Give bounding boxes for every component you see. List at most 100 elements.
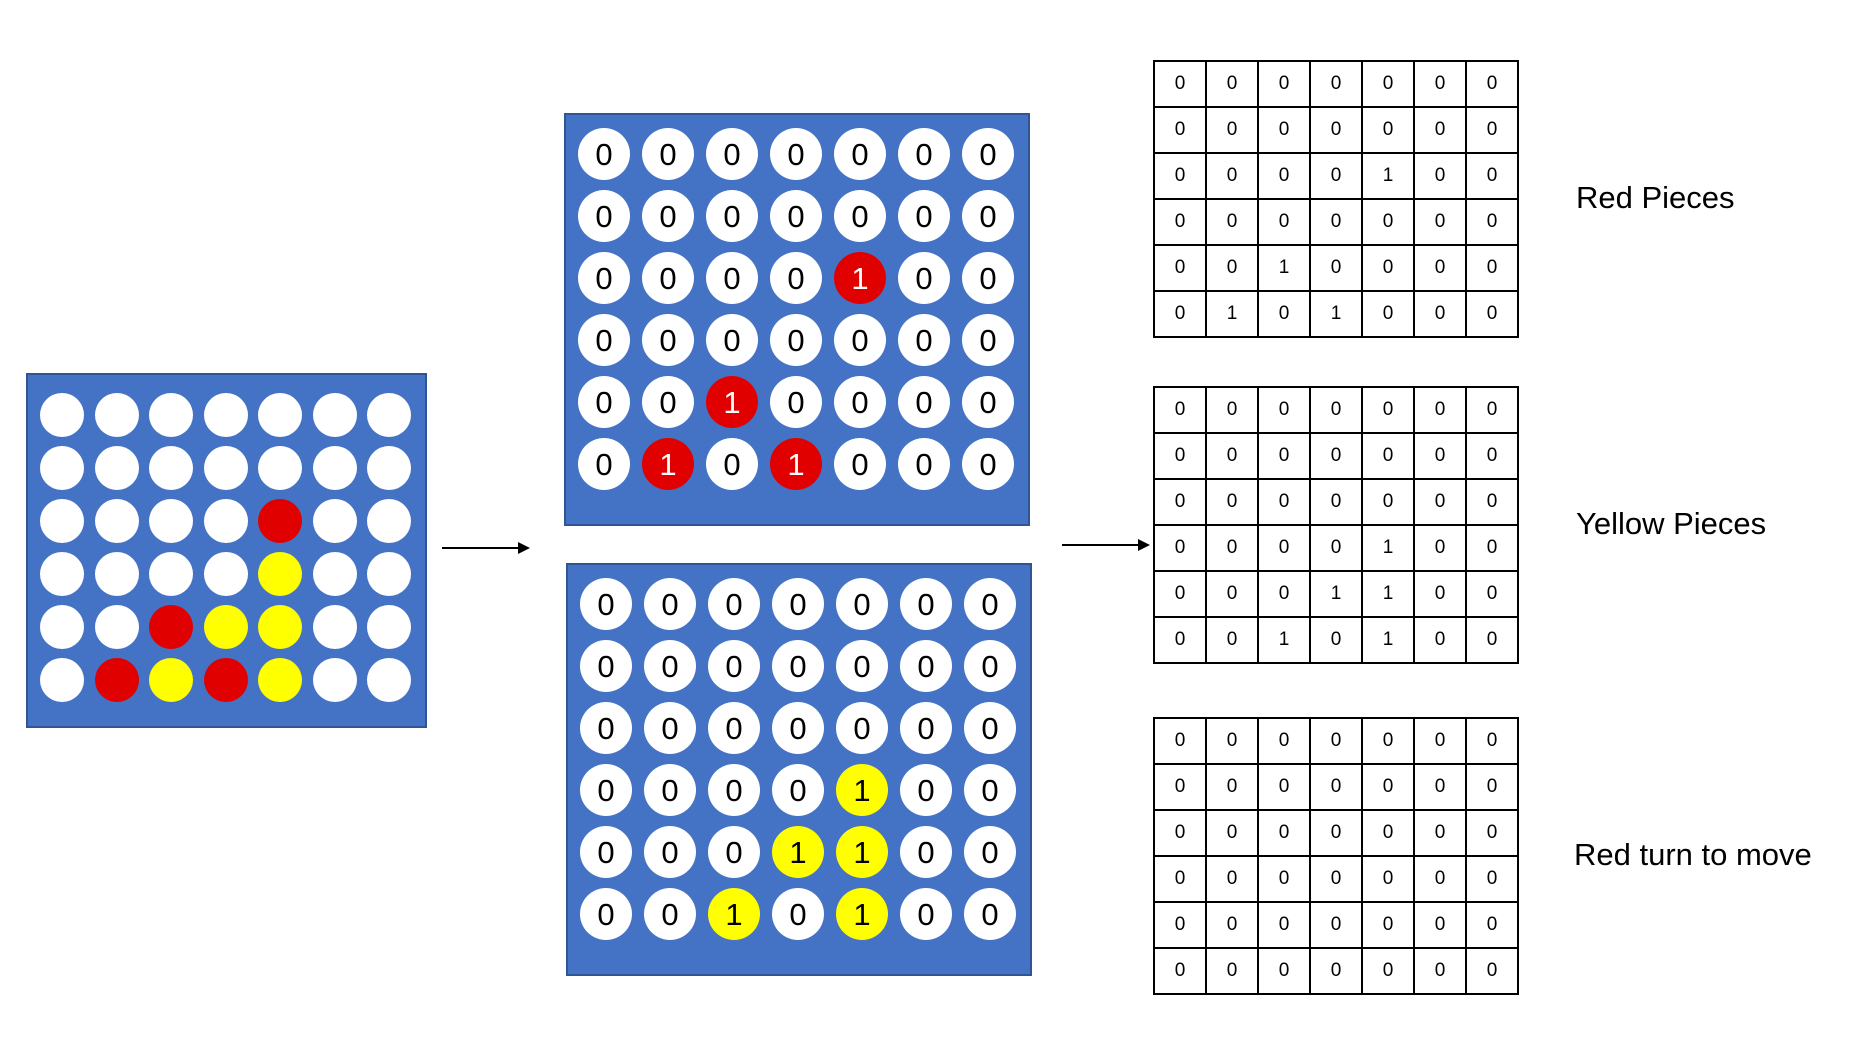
board-slot-empty [312, 446, 357, 490]
board-slot-empty [258, 446, 302, 490]
board-slot-red: 1 [642, 438, 694, 490]
matrix-cell: 0 [1309, 60, 1363, 108]
board-slot-yellow: 1 [836, 764, 888, 816]
matrix-cell: 0 [1153, 60, 1207, 108]
board-slot-empty: 0 [578, 376, 630, 428]
board-slot-empty: 0 [900, 764, 952, 816]
board-slot-empty: 0 [962, 128, 1014, 180]
board-slot-empty: 0 [900, 826, 952, 878]
matrix-cell: 0 [1205, 855, 1259, 903]
board-slot-empty: 0 [708, 764, 760, 816]
board-slot-empty: 0 [706, 128, 758, 180]
board-slot-empty [312, 552, 357, 596]
matrix-cell: 0 [1205, 60, 1259, 108]
matrix-cell: 0 [1413, 717, 1467, 765]
board-slot-empty [367, 552, 411, 596]
board-slot-empty: 0 [770, 252, 822, 304]
matrix-cell: 0 [1413, 198, 1467, 246]
matrix-cell: 0 [1413, 855, 1467, 903]
board-slot-empty: 0 [772, 702, 824, 754]
matrix-cell: 0 [1153, 386, 1207, 434]
matrix-cell: 0 [1465, 717, 1519, 765]
matrix-cell: 0 [1309, 152, 1363, 200]
board-slot-empty [40, 552, 84, 596]
board-slot-yellow [203, 605, 248, 649]
board-slot-empty: 0 [708, 640, 760, 692]
board-slot-empty: 0 [644, 578, 696, 630]
matrix-cell: 0 [1205, 616, 1259, 664]
matrix-cell: 1 [1257, 244, 1311, 292]
board-slot-red [94, 658, 139, 702]
board-slot-empty: 0 [962, 314, 1014, 366]
board-slot-empty: 0 [580, 640, 632, 692]
board-slot-empty [94, 393, 139, 437]
matrix-cell: 0 [1465, 901, 1519, 949]
matrix-cell: 0 [1205, 570, 1259, 618]
board-slot-yellow: 1 [772, 826, 824, 878]
matrix-cell: 0 [1413, 570, 1467, 618]
matrix-cell: 0 [1413, 616, 1467, 664]
board-slot-empty: 0 [578, 190, 630, 242]
matrix-cell: 0 [1309, 809, 1363, 857]
matrix-cell: 0 [1205, 386, 1259, 434]
matrix-cell: 0 [1465, 947, 1519, 995]
board-slot-empty: 0 [962, 252, 1014, 304]
matrix-cell: 0 [1465, 432, 1519, 480]
matrix-cell: 0 [1153, 570, 1207, 618]
yellow-pieces-label: Yellow Pieces [1576, 506, 1767, 541]
matrix-cell: 1 [1309, 290, 1363, 338]
matrix-cell: 0 [1205, 478, 1259, 526]
board-slot-red [258, 499, 302, 543]
matrix-cell: 0 [1257, 763, 1311, 811]
board-slot-empty: 0 [962, 438, 1014, 490]
board-slot-yellow: 1 [836, 888, 888, 940]
matrix-cell: 0 [1205, 244, 1259, 292]
board-slot-empty: 0 [834, 190, 886, 242]
matrix-cell: 0 [1309, 763, 1363, 811]
board-slot-empty [367, 658, 411, 702]
turn-to-move-label: Red turn to move [1574, 837, 1812, 872]
board-slot-empty: 0 [834, 314, 886, 366]
matrix-cell: 0 [1153, 763, 1207, 811]
matrix-cell: 0 [1309, 901, 1363, 949]
board-slot-empty [312, 499, 357, 543]
matrix-cell: 0 [1257, 855, 1311, 903]
board-slot-empty [203, 552, 248, 596]
board-slot-empty: 0 [770, 190, 822, 242]
matrix-cell: 0 [1465, 60, 1519, 108]
board-slot-empty: 0 [836, 702, 888, 754]
matrix-cell: 1 [1361, 570, 1415, 618]
matrix-cell: 0 [1413, 763, 1467, 811]
matrix-cell: 1 [1361, 152, 1415, 200]
matrix-cell: 0 [1205, 432, 1259, 480]
board-slot-empty: 0 [772, 888, 824, 940]
board-slot-empty: 0 [836, 640, 888, 692]
matrix-cell: 1 [1257, 616, 1311, 664]
matrix-cell: 1 [1361, 524, 1415, 572]
board-slot-empty: 0 [642, 376, 694, 428]
matrix-cell: 0 [1257, 198, 1311, 246]
board-slot-empty: 0 [900, 888, 952, 940]
board-slot-empty: 0 [834, 376, 886, 428]
board-slot-empty: 0 [964, 702, 1016, 754]
matrix-cell: 0 [1309, 616, 1363, 664]
matrix-cell: 1 [1205, 290, 1259, 338]
matrix-cell: 0 [1257, 901, 1311, 949]
board-slot-empty: 0 [898, 252, 950, 304]
board-slot-empty: 0 [580, 764, 632, 816]
board-slot-empty [312, 658, 357, 702]
matrix-cell: 0 [1465, 478, 1519, 526]
board-slot-empty: 0 [964, 826, 1016, 878]
board-slot-empty [40, 446, 84, 490]
board-slot-empty [312, 393, 357, 437]
board-slot-empty: 0 [578, 438, 630, 490]
matrix-cell: 0 [1153, 244, 1207, 292]
